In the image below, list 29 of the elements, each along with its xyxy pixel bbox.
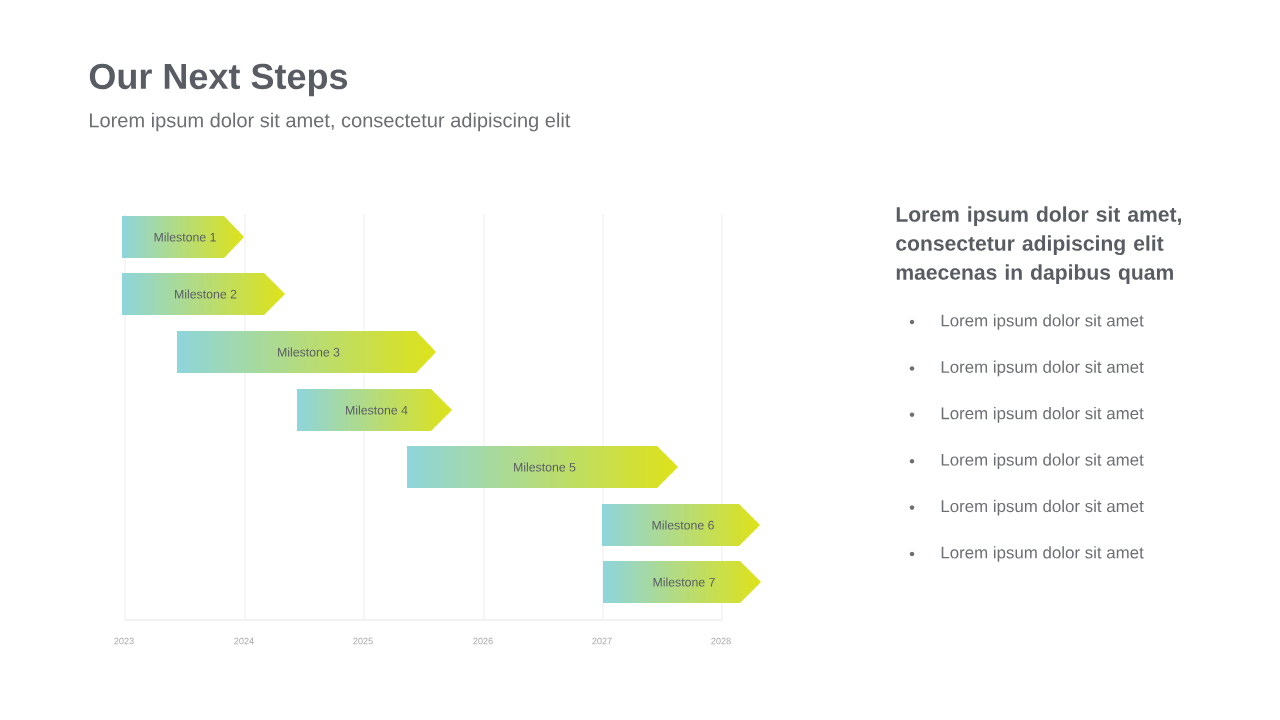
milestone-bar: Milestone 6	[602, 504, 760, 546]
bullet-item: Lorem ipsum dolor sit amet	[941, 546, 1144, 562]
node-label: Milestone 4	[346, 405, 408, 415]
milestone-bar: Milestone 4	[297, 389, 452, 431]
milestone-bar: Milestone 2	[122, 273, 285, 315]
subtitle: Lorem ipsum dolor sit amet, consectetur adipiscing elit	[90, 112, 571, 132]
node-label: Milestone 3	[278, 347, 340, 357]
bullet-item: Lorem ipsum dolor sit amet	[941, 314, 1144, 330]
axis-label: 2024	[234, 637, 254, 645]
axis-label: 2028	[711, 637, 731, 645]
bullet-item: Lorem ipsum dolor sit amet	[941, 453, 1144, 470]
node-label: Milestone 1	[154, 232, 216, 242]
milestone-bar: Milestone 7	[603, 561, 761, 603]
bullet-item: Lorem ipsum dolor sit amet	[941, 360, 1144, 377]
node-label: Milestone 7	[653, 577, 715, 587]
bullet-item: Lorem ipsum dolor sit amet	[941, 406, 1144, 423]
node-label: Milestone 6	[652, 520, 714, 530]
axis-label: 2023	[114, 637, 134, 645]
axis-label: 2025	[353, 637, 373, 645]
milestone-bar: Milestone 1	[122, 216, 244, 258]
node-label: Milestone 5	[514, 462, 576, 472]
side-heading: Lorem ipsum dolor sit amet, consectetur adipiscing elit maecenas in dapibus quam	[896, 206, 1181, 284]
milestone-bar: Milestone 3	[177, 331, 436, 373]
slide-title: Our Next Steps	[89, 63, 348, 97]
axis-label: 2026	[473, 637, 493, 645]
axis-label: 2027	[592, 637, 612, 645]
milestone-bar: Milestone 5	[407, 446, 678, 488]
bullet-item: Lorem ipsum dolor sit amet	[941, 499, 1144, 516]
node-label: Milestone 2	[175, 289, 237, 299]
